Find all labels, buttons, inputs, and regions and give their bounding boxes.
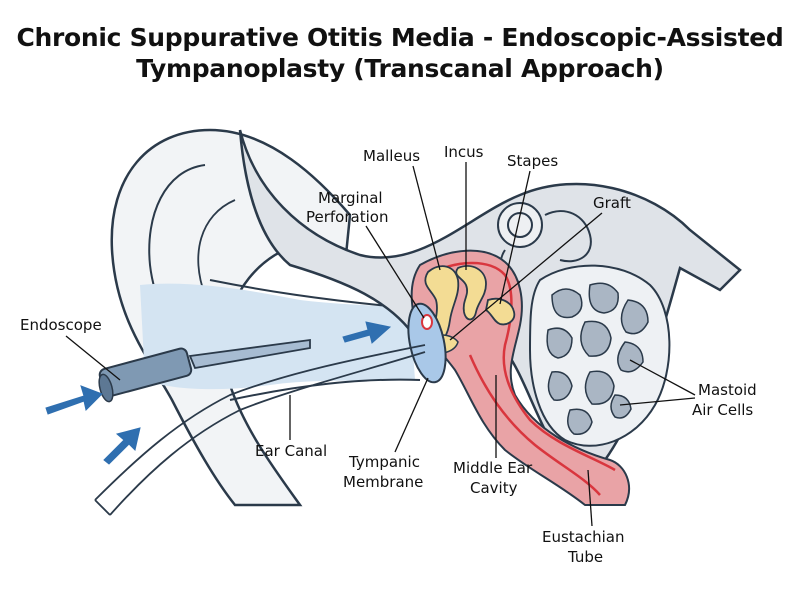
direction-arrows: [45, 321, 392, 465]
leader-mastoid-1: [629, 359, 696, 396]
label-malleus: Malleus: [363, 147, 420, 165]
tympanic-membrane: [407, 302, 447, 384]
leader-eustachian-tube: [587, 469, 593, 527]
label-stapes: Stapes: [507, 152, 558, 170]
leader-tympanic-membrane: [394, 377, 429, 453]
label-graft: Graft: [593, 194, 631, 212]
incus-bone: [455, 265, 487, 321]
mastoid-air-cells: [546, 282, 649, 435]
leader-lines: [65, 162, 696, 527]
ear-canal-upper-wall: [209, 279, 411, 309]
air-cell: [567, 408, 593, 435]
title-line-2: Tympanoplasty (Transcanal Approach): [136, 54, 664, 83]
air-cell: [551, 288, 583, 319]
label-middle-ear-cavity-line1: Middle Ear: [453, 459, 533, 477]
label-incus: Incus: [444, 143, 484, 161]
label-marginal-perforation-line2: Perforation: [306, 208, 388, 226]
air-cell: [610, 394, 632, 419]
air-cell: [584, 370, 615, 405]
marginal-perforation: [421, 314, 433, 330]
diagram-title: Chronic Suppurative Otitis Media - Endos…: [0, 22, 800, 84]
leader-marginal-perforation: [365, 225, 425, 319]
arrow-instrument-direction: [103, 427, 141, 465]
label-middle-ear-cavity-line2: Cavity: [470, 479, 518, 497]
label-ear-canal: Ear Canal: [255, 442, 327, 460]
label-tympanic-membrane-line2: Membrane: [343, 473, 423, 491]
label-mastoid-air-cells-line2: Air Cells: [692, 401, 753, 419]
ear-canal-lower-wall: [229, 378, 421, 401]
leader-mastoid-2: [619, 397, 696, 406]
surgical-instrument: [94, 344, 426, 516]
air-cell: [588, 282, 619, 314]
ossicles: [424, 265, 516, 343]
arrow-endoscope-direction: [45, 385, 103, 415]
label-tympanic-membrane-line1: Tympanic: [348, 453, 420, 471]
title-line-1: Chronic Suppurative Otitis Media - Endos…: [16, 23, 784, 52]
stapes-bone: [484, 297, 516, 326]
leader-stapes: [499, 170, 531, 305]
label-mastoid-air-cells-line1: Mastoid: [698, 381, 757, 399]
arrow-canal-direction: [342, 321, 392, 344]
leader-graft: [449, 212, 603, 341]
eustachian-tube-line: [468, 354, 601, 496]
air-cell: [547, 371, 573, 401]
pinna-inner-fold: [197, 199, 236, 296]
middle-ear-lining-line: [427, 261, 616, 472]
label-eustachian-tube-line2: Tube: [567, 548, 603, 566]
endoscope-tip: [98, 373, 114, 403]
label-marginal-perforation-line1: Marginal: [318, 189, 383, 207]
air-cell: [580, 320, 612, 357]
endoscope: [98, 338, 311, 403]
endoscope-shaft: [188, 338, 311, 370]
label-endoscope: Endoscope: [20, 316, 102, 334]
air-cell: [620, 299, 649, 335]
air-cell: [546, 327, 573, 359]
leader-endoscope: [65, 335, 121, 381]
leader-malleus: [412, 165, 441, 271]
label-eustachian-tube-line1: Eustachian: [542, 528, 625, 546]
